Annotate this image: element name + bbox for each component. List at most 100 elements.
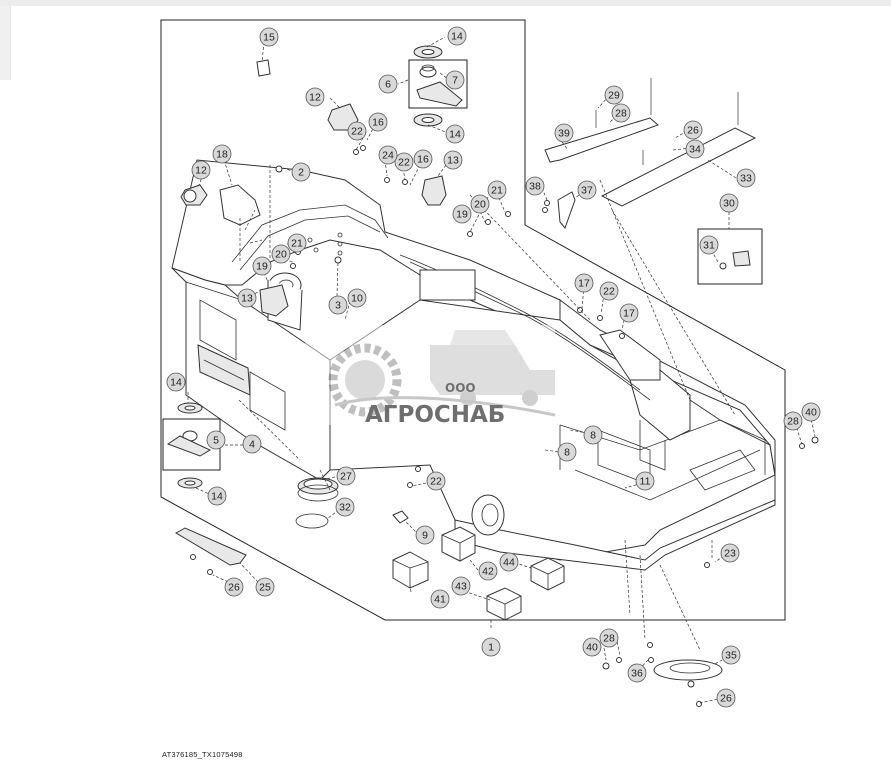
callout-label: 34: [689, 144, 701, 156]
callout-label: 19: [256, 261, 268, 273]
callout-label: 22: [351, 126, 363, 138]
callout-circle: [445, 124, 465, 144]
callout-30: 30: [719, 193, 739, 213]
callout-circle: [719, 193, 739, 213]
callout-label: 36: [631, 668, 643, 680]
callout-41: 41: [430, 589, 450, 609]
callout-circle: [599, 281, 619, 301]
callout-circle: [259, 27, 279, 47]
figure-code: AT376185_TX1075498: [162, 750, 243, 759]
callout-circle: [255, 577, 275, 597]
callout-15: 15: [259, 27, 279, 47]
callout-label: 24: [382, 150, 394, 162]
callout-label: 39: [558, 128, 570, 140]
callout-circle: [685, 139, 705, 159]
callout-label: 22: [430, 476, 442, 488]
callout-label: 44: [503, 557, 515, 569]
callout-20: 20: [470, 194, 490, 214]
callout-circle: [525, 176, 545, 196]
callout-circle: [635, 471, 655, 491]
callout-label: 16: [372, 117, 384, 129]
callout-22: 22: [426, 471, 446, 491]
callout-40: 40: [582, 637, 602, 657]
callout-circle: [212, 144, 232, 164]
callout-11: 11: [635, 471, 655, 491]
callout-label: 35: [725, 650, 737, 662]
callout-label: 19: [456, 209, 468, 221]
callout-label: 26: [687, 125, 699, 137]
callout-37: 37: [577, 180, 597, 200]
callout-circle: [599, 628, 619, 648]
callout-42: 42: [478, 561, 498, 581]
callout-circle: [191, 160, 211, 180]
callout-label: 22: [398, 157, 410, 169]
callout-label: 25: [259, 582, 271, 594]
callout-circle: [378, 74, 398, 94]
callout-34: 34: [685, 139, 705, 159]
callout-circle: [445, 70, 465, 90]
callout-label: 14: [211, 491, 223, 503]
callout-label: 14: [451, 31, 463, 43]
callout-19: 19: [452, 204, 472, 224]
top-toolbar-strip: [0, 0, 891, 6]
callout-10: 10: [347, 288, 367, 308]
callout-31: 31: [699, 235, 719, 255]
callout-14: 14: [447, 26, 467, 46]
callout-circle: [451, 576, 471, 596]
callout-circle: [447, 26, 467, 46]
callout-43: 43: [451, 576, 471, 596]
callout-circle: [736, 168, 756, 188]
callout-44: 44: [499, 552, 519, 572]
callout-label: 21: [291, 238, 303, 250]
callout-circle: [242, 434, 262, 454]
callout-26: 26: [716, 688, 736, 708]
callout-circle: [604, 85, 624, 105]
callout-label: 37: [581, 185, 593, 197]
callout-label: 20: [474, 199, 486, 211]
callout-circle: [721, 645, 741, 665]
callout-circle: [470, 194, 490, 214]
callout-circle: [582, 637, 602, 657]
callout-circle: [394, 152, 414, 172]
counterweight-blocks: [392, 526, 565, 621]
callout-circle: [335, 497, 355, 517]
callout-label: 27: [340, 471, 352, 483]
callout-label: 9: [422, 530, 428, 542]
watermark-logo: [305, 325, 556, 425]
callout-22: 22: [599, 281, 619, 301]
callout-circle: [783, 411, 803, 431]
callout-label: 40: [586, 642, 598, 654]
callout-label: 26: [720, 693, 732, 705]
callout-label: 31: [703, 240, 715, 252]
callout-label: 42: [482, 566, 494, 578]
callout-label: 5: [213, 435, 219, 447]
callout-label: 23: [724, 548, 736, 560]
part-cover-plate-25: [174, 527, 247, 566]
callout-label: 12: [309, 92, 321, 104]
callout-14: 14: [445, 124, 465, 144]
callout-label: 7: [452, 75, 458, 87]
callout-12: 12: [191, 160, 211, 180]
callout-circle: [583, 425, 603, 445]
callout-38: 38: [525, 176, 545, 196]
exploded-view-border: [160, 19, 786, 621]
callout-circle: [801, 402, 821, 422]
callout-label: 32: [339, 502, 351, 514]
callout-circle: [720, 543, 740, 563]
callout-circle: [574, 273, 594, 293]
leader-lines: [187, 36, 816, 704]
callout-39: 39: [554, 123, 574, 143]
callout-label: 17: [623, 308, 635, 320]
callout-24: 24: [378, 145, 398, 165]
callout-28: 28: [599, 628, 619, 648]
callout-33: 33: [736, 168, 756, 188]
callout-5: 5: [206, 430, 226, 450]
callout-label: 2: [298, 167, 304, 179]
callout-circle: [557, 442, 577, 462]
callout-16: 16: [368, 112, 388, 132]
callout-40: 40: [801, 402, 821, 422]
callout-label: 12: [195, 165, 207, 177]
callout-circle: [627, 663, 647, 683]
callout-14: 14: [166, 372, 186, 392]
callout-circle: [207, 486, 227, 506]
